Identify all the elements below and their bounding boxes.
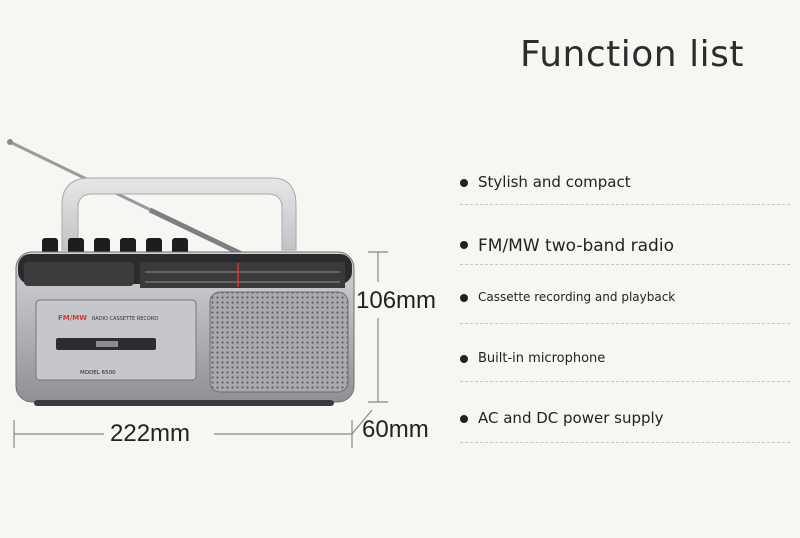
divider bbox=[460, 442, 790, 443]
carry-handle bbox=[61, 177, 297, 251]
divider bbox=[460, 381, 790, 382]
feature-label: FM/MW two-band radio bbox=[478, 236, 674, 256]
divider bbox=[460, 264, 790, 265]
antenna bbox=[7, 139, 252, 261]
radio-body bbox=[15, 251, 355, 406]
height-dimension: 106mm bbox=[356, 287, 437, 314]
feature-label: Cassette recording and playback bbox=[478, 290, 676, 304]
brand-label: FM/MW bbox=[58, 314, 87, 322]
bullet-icon bbox=[460, 355, 468, 363]
bullet-icon bbox=[460, 241, 468, 249]
depth-dimension: 60mm bbox=[362, 416, 429, 443]
dimension-lines bbox=[13, 251, 388, 448]
divider bbox=[460, 204, 790, 205]
feature-label: Stylish and compact bbox=[478, 173, 631, 191]
model-label: MODEL 6500 bbox=[80, 370, 116, 376]
divider bbox=[460, 323, 790, 324]
width-dimension: 222mm bbox=[110, 420, 191, 447]
brand-subtitle: RADIO CASSETTE RECORD bbox=[92, 316, 158, 322]
feature-label: AC and DC power supply bbox=[478, 409, 664, 427]
bullet-icon bbox=[460, 294, 468, 302]
bullet-icon bbox=[460, 415, 468, 423]
page-title: Function list bbox=[520, 34, 744, 75]
bullet-icon bbox=[460, 179, 468, 187]
feature-label: Built-in microphone bbox=[478, 351, 606, 366]
